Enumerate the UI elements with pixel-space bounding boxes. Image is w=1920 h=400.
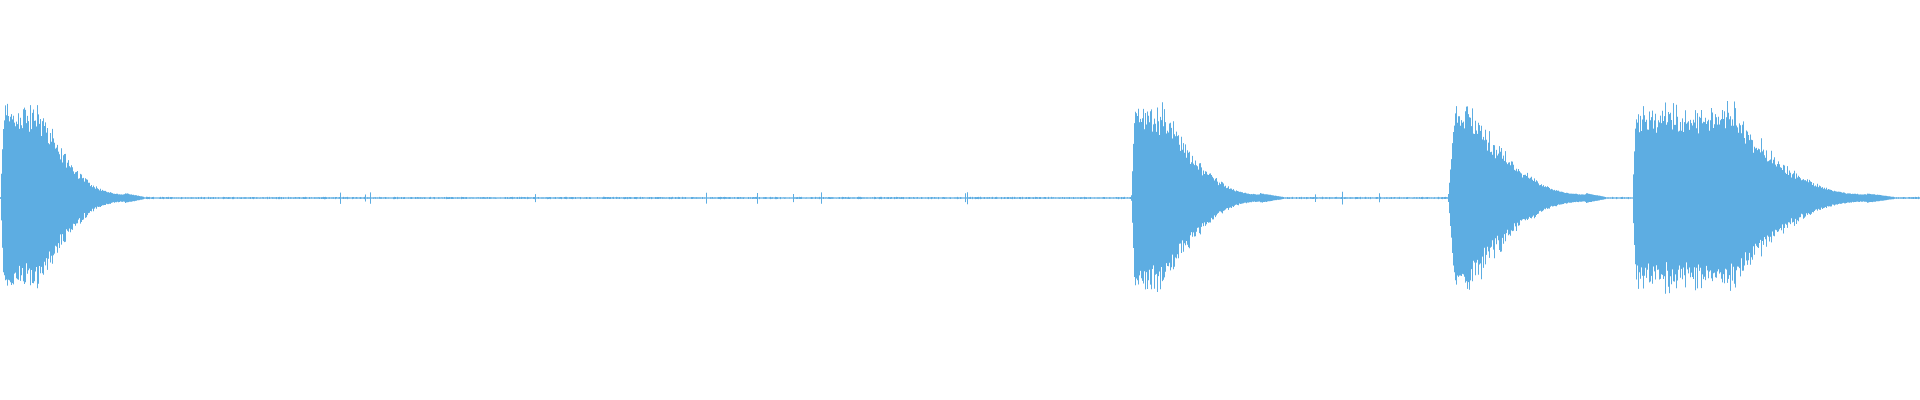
waveform-bars [0, 101, 1920, 294]
waveform-path [0, 101, 1920, 294]
